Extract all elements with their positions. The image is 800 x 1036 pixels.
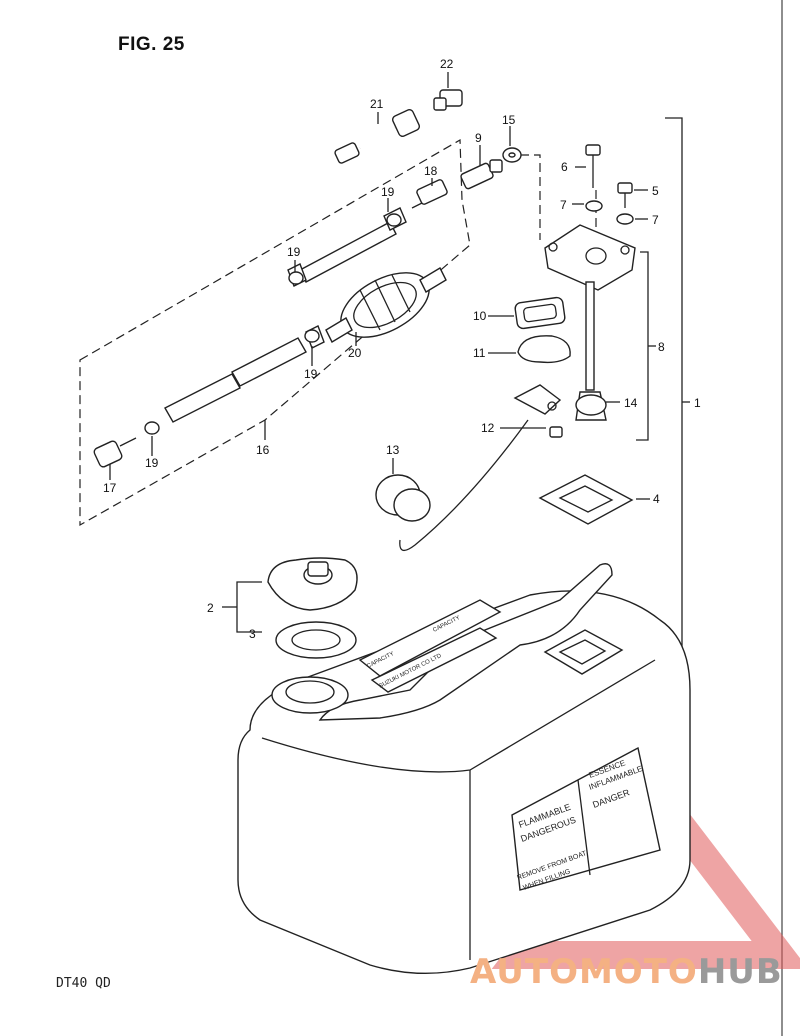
part-4-gasket [538,474,650,525]
callout-6: 6 [561,160,568,174]
part-21-connector [334,108,421,164]
callout-9: 9 [475,131,482,145]
callout-2: 2 [207,601,214,615]
callout-8: 8 [658,340,665,354]
callout-15: 15 [502,113,516,127]
figure-title: FIG. 25 [118,34,185,55]
callout-19b: 19 [287,245,301,259]
callout-21: 21 [370,97,384,111]
part-8-gauge-assembly [544,224,636,421]
hose-kit-boundary [79,138,471,527]
callout-7b: 7 [652,213,659,227]
callout-19a: 19 [381,185,395,199]
callout-19c: 19 [304,367,318,381]
watermark-part2: HUB [697,952,783,992]
part-18-connector [411,178,448,209]
part-10-gasket [488,296,566,330]
callout-13: 13 [386,443,400,457]
callout-11: 11 [473,346,486,360]
callout-22: 22 [440,57,454,71]
callout-7a: 7 [560,198,567,212]
model-code: DT40 QD [56,976,111,991]
part-9-connector [460,145,503,190]
part-5-bolt [617,182,648,208]
callout-14: 14 [624,396,638,410]
callout-12: 12 [481,421,495,435]
part-17-connector [93,437,137,480]
part-11-cover [488,335,571,364]
callout-16: 16 [256,443,270,457]
part-6-bolt [575,144,601,188]
part-12-float-arm [399,384,563,552]
watermark-text: AUTOMOTOHUB [470,952,783,992]
callout-18: 18 [424,164,438,178]
part-15-washer [502,126,522,163]
callout-4: 4 [653,492,660,506]
callout-3: 3 [249,627,256,641]
part-2-fuel-cap [267,557,358,611]
callout-numbers: 1 2 3 4 5 6 7 7 8 9 10 11 12 13 14 15 16… [103,57,701,641]
assembly-bracket-2-3 [236,581,262,633]
assembly-bracket-8 [636,251,649,441]
part-13-float [375,458,431,522]
callout-17: 17 [103,481,117,495]
part-7-washers [572,200,648,225]
callout-19d: 19 [145,456,159,470]
watermark-part1: AUTOMOTO [470,952,698,992]
part-19-clamps [144,198,402,456]
part-3-seal-ring [275,621,357,659]
fuel-hose-lower [164,325,325,423]
part-22-fitting [433,72,463,111]
part-1-fuel-tank [237,563,691,975]
callout-20: 20 [348,346,362,360]
callout-5: 5 [652,184,659,198]
part-20-primer-bulb [325,267,447,346]
assembly-bracket-1 [665,117,683,666]
callout-10: 10 [473,309,487,323]
callout-1: 1 [694,396,701,410]
